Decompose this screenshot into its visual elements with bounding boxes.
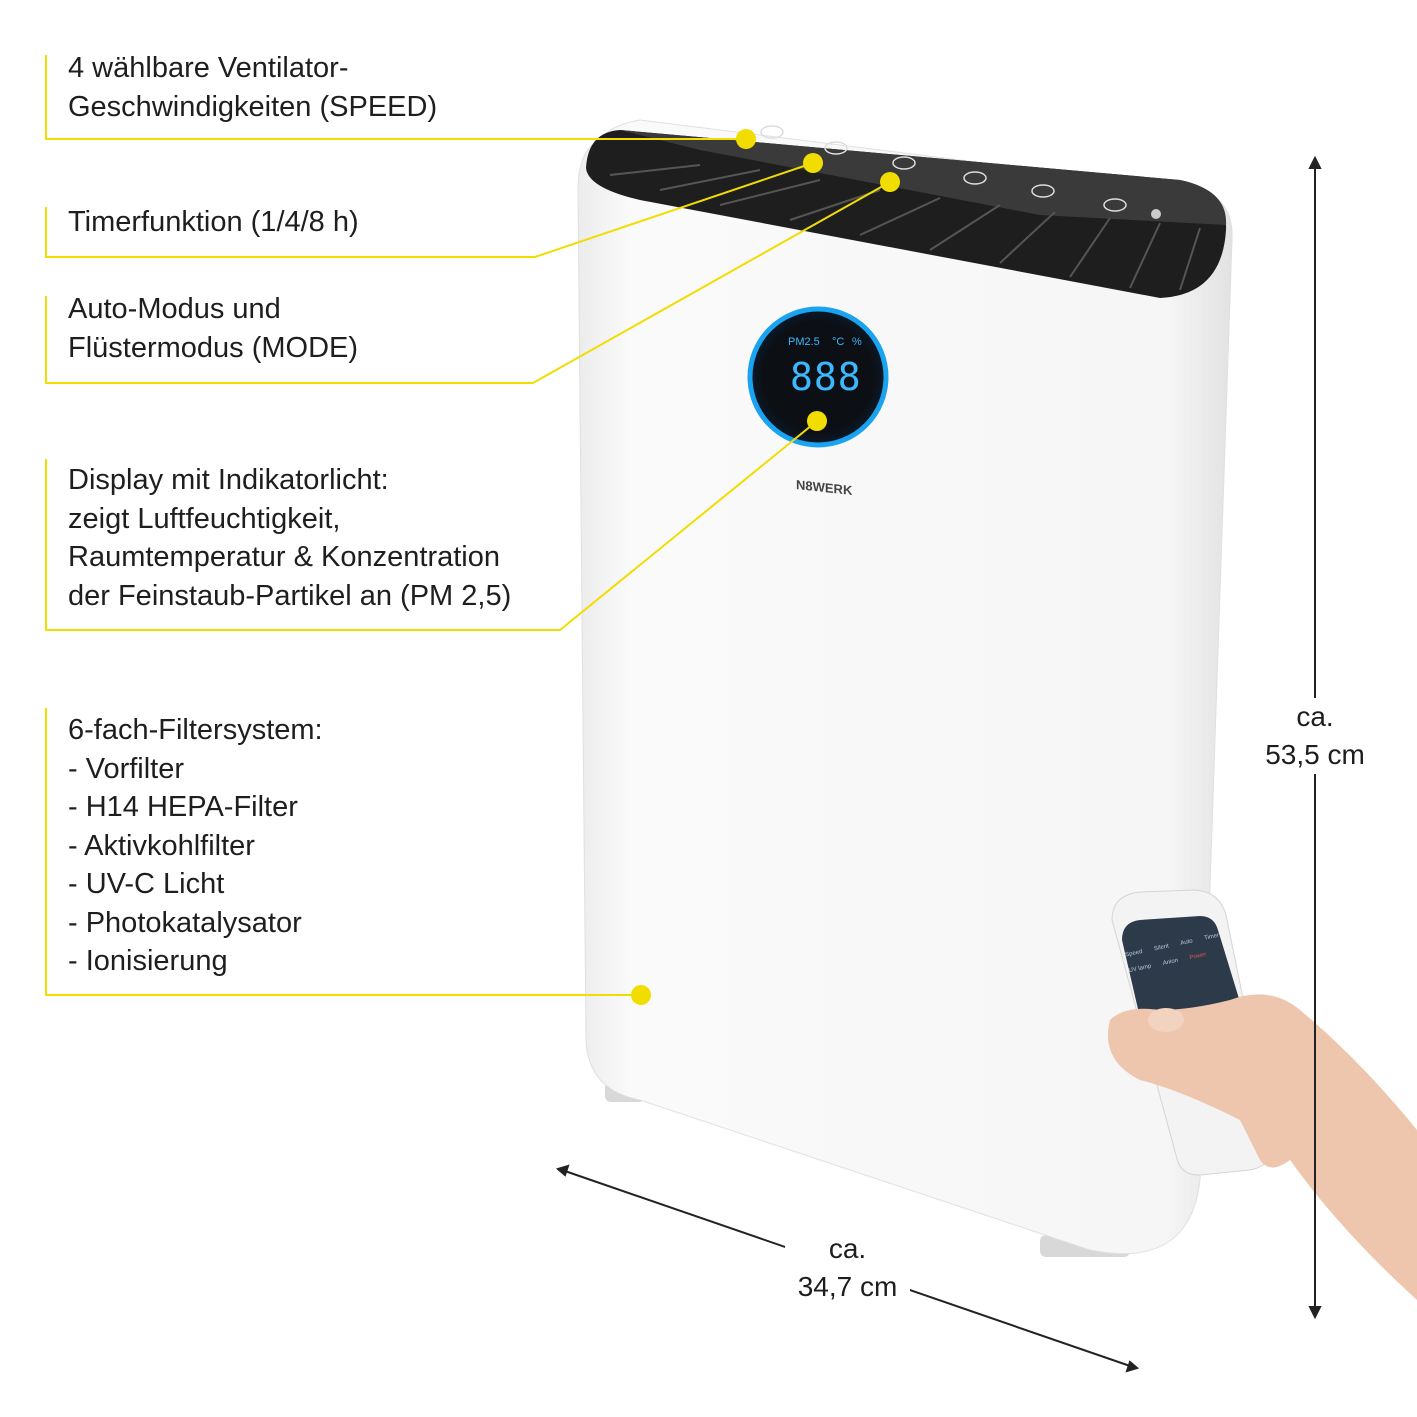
annotation-lines (45, 55, 891, 996)
display-temp-unit: °C (832, 336, 845, 348)
display-humidity-unit: % (852, 336, 862, 348)
display-ring (747, 306, 889, 448)
panel-buttons (760, 125, 1127, 212)
dimension-text: 34,7 cm (785, 1268, 910, 1306)
annotation-line: 4 wählbare Ventilator- (68, 52, 349, 84)
annotation-line: - UV-C Licht (68, 868, 225, 900)
annotation-line: Display mit Indikatorlicht: (68, 464, 389, 496)
annotation-speed: 4 wählbare Ventilator- Geschwindigkeiten… (68, 49, 437, 126)
grille-slats (609, 164, 1201, 291)
annotation-line: Geschwindigkeiten (SPEED) (68, 90, 438, 123)
display-digits: 888 (790, 355, 862, 399)
hand (1108, 994, 1417, 1300)
annotation-line: - H14 HEPA-Filter (68, 791, 298, 823)
annotation-timer: Timerfunktion (1/4/8 h) (68, 203, 359, 242)
annotation-line: der Feinstaub-Partikel an (PM 2,5) (68, 579, 512, 612)
annotation-line: - Vorfilter (68, 752, 185, 785)
annotation-line: - Aktivkohlfilter (68, 829, 255, 862)
dimension-text: ca. (785, 1230, 910, 1268)
indicator-light (1151, 209, 1161, 219)
annotation-line: Timerfunktion (1/4/8 h) (68, 206, 359, 238)
annotation-line: Raumtemperatur & Konzentration (68, 541, 500, 573)
remote-auto-label: Auto (1179, 938, 1194, 947)
purifier-body (577, 119, 1233, 1255)
annotation-line: Flüstermodus (MODE) (68, 331, 359, 364)
height-dimension-label: ca. 53,5 cm (1255, 698, 1375, 774)
annotation-line: - Photokatalysator (68, 906, 302, 939)
annotation-dots (631, 129, 900, 1005)
control-panel (620, 130, 1227, 225)
display-pm-label: PM2.5 (788, 336, 820, 348)
annotation-filter: 6-fach-Filtersystem: - Vorfilter - H14 H… (68, 711, 323, 981)
width-dimension-label: ca. 34,7 cm (785, 1230, 910, 1306)
annotation-line: - Ionisierung (68, 945, 228, 977)
annotation-line: zeigt Luftfeuchtigkeit, (68, 502, 341, 535)
dimension-text: ca. (1296, 701, 1334, 732)
dimension-text: 53,5 cm (1265, 739, 1365, 770)
annotation-line: 6-fach-Filtersystem: (68, 714, 323, 746)
annotation-display: Display mit Indikatorlicht: zeigt Luftfe… (68, 461, 511, 615)
annotation-line: Auto-Modus und (68, 293, 281, 325)
thumb (1148, 1008, 1184, 1032)
annotation-mode: Auto-Modus und Flüstermodus (MODE) (68, 290, 358, 367)
